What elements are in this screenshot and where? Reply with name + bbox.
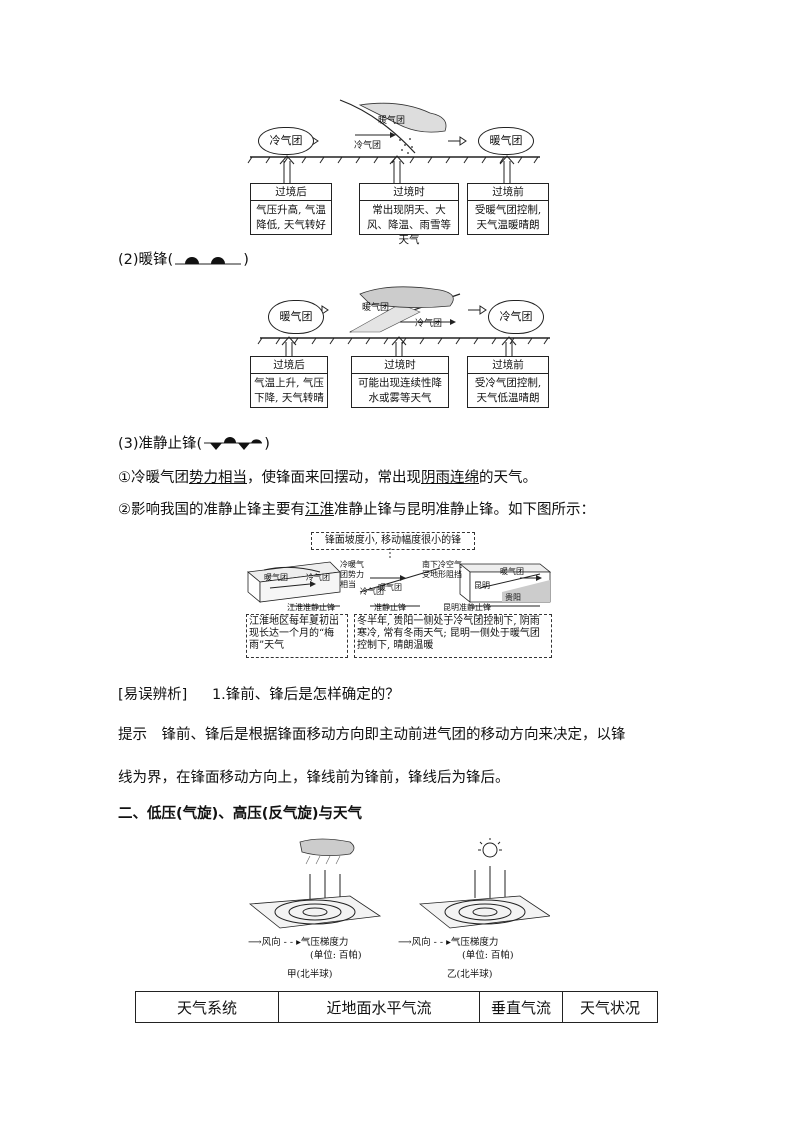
right-legend: ⟶风向 - - ▸气压梯度力 <box>398 937 499 948</box>
cold-front-during-box: 过境时 常出现阴天、大风、降温、雨雪等天气 <box>359 183 459 246</box>
stationary-front-heading: (3)准静止锋( ) <box>118 436 270 452</box>
hint-line-2: 线为界，在锋面移动方向上，锋线前为锋前，锋线后为锋后。 <box>118 770 510 786</box>
warm-front-during-box: 过境时 可能出现连续性降水或雾等天气 <box>351 356 449 408</box>
right-wind-legend: 风向 <box>411 937 431 948</box>
left-wind-legend: 风向 <box>261 937 281 948</box>
after-header: 过境后 <box>251 357 327 374</box>
right-unit: (单位: 百帕) <box>462 950 514 961</box>
guiyang-label: 贵阳 <box>505 593 521 602</box>
warm-air-mass-bubble: 暖气团 <box>478 127 534 155</box>
section-heading: 二、低压(气旋)、高压(反气旋)与天气 <box>118 806 363 822</box>
during-header: 过境时 <box>352 357 448 374</box>
kunming-label: 昆明 <box>474 581 490 590</box>
cold-front-illustration <box>247 99 540 164</box>
weather-system-table: 天气系统 近地面水平气流 垂直气流 天气状况 <box>135 991 658 1023</box>
left-legend: ⟶风向 - - ▸气压梯度力 <box>248 937 349 948</box>
left-warm-label: 暖气团 <box>264 573 288 582</box>
analysis-question-text: 1.锋前、锋后是怎样确定的？ <box>211 687 400 703</box>
right-warm-label: 暖气团 <box>500 567 524 576</box>
before-header: 过境前 <box>468 357 548 374</box>
warm-front-arrows <box>281 336 517 357</box>
warm-front-after-box: 过境后 气温上升, 气压下降, 天气转晴 <box>250 356 328 408</box>
mid-label-2: 南下冷空气受地形阻挡 <box>422 560 462 579</box>
cold-air-label: 冷气团 <box>354 141 382 151</box>
left-note: 江淮地区每年夏初出现长达一个月的“梅雨”天气 <box>246 614 348 658</box>
top-note: 锋面坡度小, 移动幅度很小的锋 <box>311 532 475 550</box>
stationary-text-2: ②影响我国的准静止锋主要有江淮准静止锋与昆明准静止锋。如下图所示： <box>118 502 595 518</box>
warm-air-mass-bubble: 暖气团 <box>268 300 324 334</box>
cold-air-mid-label: 冷气团 <box>415 319 443 329</box>
right-caption: 乙(北半球) <box>447 969 493 980</box>
cyclone-illustration <box>248 838 550 929</box>
mid-cold-label: 冷气团 <box>360 587 384 596</box>
cold-air-mass-bubble: 冷气团 <box>258 127 314 155</box>
mid-label-1: 冷暖气团势力相当 <box>340 560 364 589</box>
analysis-question: [易误辨析] 1.锋前、锋后是怎样确定的？ <box>118 683 400 704</box>
before-header: 过境前 <box>468 184 548 201</box>
jianghuai-front-label: 江淮准静止锋 <box>287 603 335 612</box>
cold-front-before-box: 过境前 受暖气团控制, 天气温暖晴朗 <box>467 183 549 235</box>
warm-air-label: 暖气团 <box>378 116 406 126</box>
warm-air-mid-label: 暖气团 <box>362 303 390 313</box>
cold-front-after-box: 过境后 气压升高, 气温降低, 天气转好 <box>250 183 332 235</box>
during-body: 可能出现连续性降水或雾等天气 <box>358 377 442 404</box>
after-body: 气压升高, 气温降低, 天气转好 <box>256 204 326 231</box>
left-gradient-legend: 气压梯度力 <box>300 937 349 948</box>
left-unit: (单位: 百帕) <box>310 950 362 961</box>
right-gradient-legend: 气压梯度力 <box>450 937 499 948</box>
before-body: 受暖气团控制, 天气温暖晴朗 <box>474 204 542 231</box>
after-body: 气温上升, 气压下降, 天气转晴 <box>254 377 324 404</box>
warm-front-before-box: 过境前 受冷气团控制, 天气低温晴朗 <box>467 356 549 408</box>
table-header-cell: 天气状况 <box>562 991 658 1023</box>
warm-front-symbol-icon <box>175 257 242 265</box>
table-header-cell: 垂直气流 <box>479 991 563 1023</box>
cold-air-mass-bubble: 冷气团 <box>488 300 544 334</box>
table-header-cell: 近地面水平气流 <box>278 991 480 1023</box>
stationary-front-illustration <box>247 548 552 607</box>
kunming-front-label: 昆明准静止锋 <box>443 603 491 612</box>
analysis-tag: [易误辨析] <box>118 687 188 703</box>
left-cold-label: 冷气团 <box>306 573 330 582</box>
stationary-front-label: 准静止锋 <box>374 603 406 612</box>
left-caption: 甲(北半球) <box>287 969 333 980</box>
right-note: 冬半年, 贵阳一侧处于冷气团控制下, 阴雨寒冷, 常有冬雨天气; 昆明一侧处于暖… <box>354 614 552 658</box>
warm-front-heading: (2)暖锋( ) <box>118 252 249 268</box>
before-body: 受冷气团控制, 天气低温晴朗 <box>474 377 542 404</box>
table-header-row: 天气系统 近地面水平气流 垂直气流 天气状况 <box>135 991 658 1023</box>
cold-front-arrows <box>279 155 515 183</box>
table-header-cell: 天气系统 <box>135 991 279 1023</box>
during-header: 过境时 <box>360 184 458 201</box>
warm-front-illustration <box>257 286 550 345</box>
hint-line-1: 提示 锋前、锋后是根据锋面移动方向即主动前进气团的移动方向来决定，以锋 <box>118 727 626 743</box>
stationary-front-symbol-icon <box>204 437 263 450</box>
during-body: 常出现阴天、大风、降温、雨雪等天气 <box>367 204 451 246</box>
stationary-text-1: ①冷暖气团势力相当，使锋面来回摆动，常出现阴雨连绵的天气。 <box>118 470 537 486</box>
mid-warm-label: 暖气团 <box>378 583 402 592</box>
after-header: 过境后 <box>251 184 331 201</box>
